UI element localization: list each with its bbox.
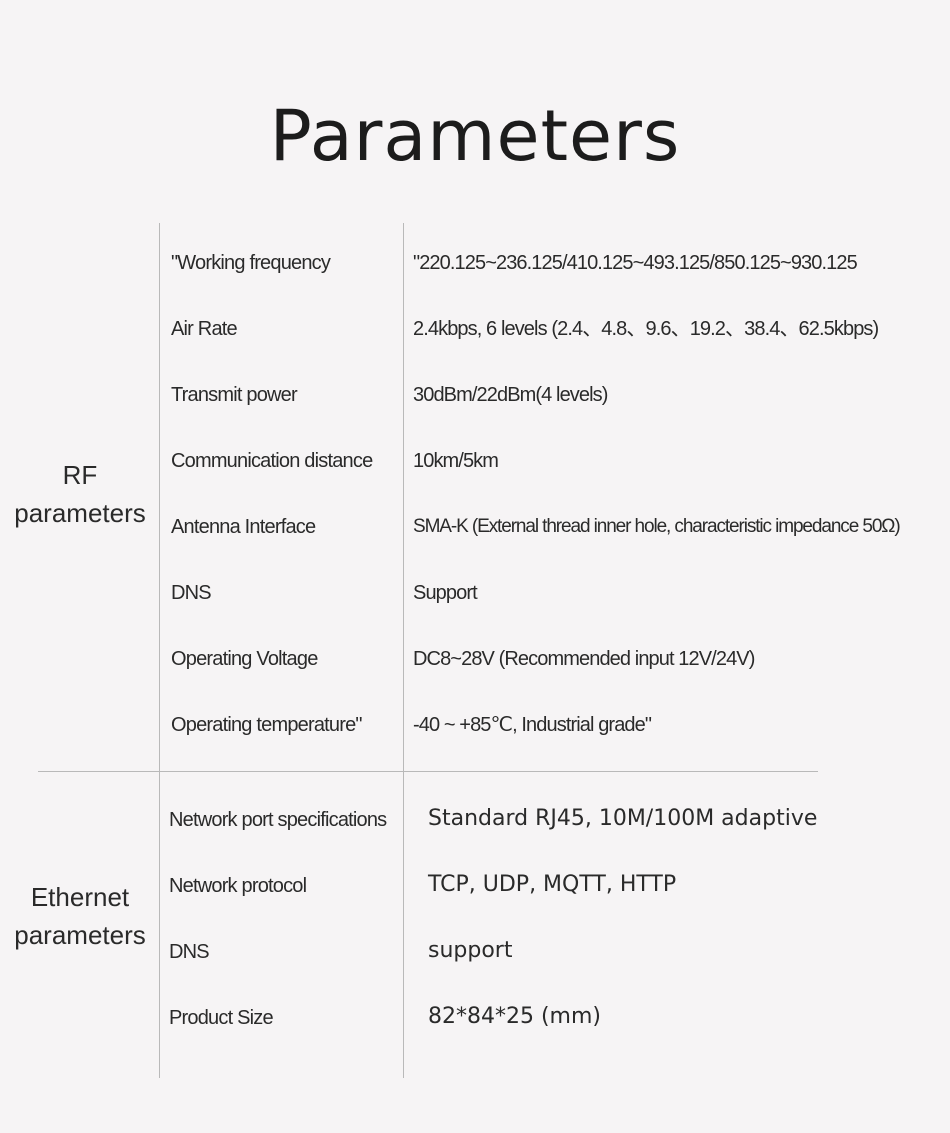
rf-row-name: DNS [171,582,212,604]
rf-row-value: "220.125~236.125/410.125~493.125/850.125… [413,252,858,274]
ethernet-row-value: 82*84*25 (mm) [428,1004,602,1029]
rf-row-name: Operating Voltage [171,648,318,670]
rf-row-name: "Working frequency [171,252,331,274]
table-divider-middle [403,223,404,1078]
ethernet-label-line1: Ethernet [30,882,130,912]
rf-row-value: -40 ~ +85℃, Industrial grade" [413,714,652,736]
rf-row-value: DC8~28V (Recommended input 12V/24V) [413,648,755,670]
section-divider [38,771,818,772]
rf-row-value: 30dBm/22dBm(4 levels) [413,384,608,406]
rf-row-name: Antenna Interface [171,516,316,538]
rf-row-value: 10km/5km [413,450,499,472]
rf-label-line2: parameters [14,498,146,528]
rf-row-name: Communication distance [171,450,373,472]
rf-row-name: Operating temperature" [171,714,363,736]
rf-row-value: SMA-K (External thread inner hole, chara… [413,516,901,537]
ethernet-row-name: Network port specifications [169,809,387,831]
ethernet-section-label: Ethernet parameters [0,878,160,954]
ethernet-row-name: Product Size [169,1007,274,1029]
ethernet-row-value: support [428,938,513,963]
page-title: Parameters [269,95,681,177]
ethernet-row-value: TCP, UDP, MQTT, HTTP [428,872,677,897]
rf-row-value: Support [413,582,478,604]
ethernet-row-name: Network protocol [169,875,307,897]
rf-label-line1: RF [62,460,98,490]
ethernet-label-line2: parameters [14,920,146,950]
rf-section-label: RF parameters [0,456,160,532]
rf-row-name: Transmit power [171,384,298,406]
ethernet-row-name: DNS [169,941,210,963]
table-divider-left [159,223,160,1078]
rf-row-name: Air Rate [171,318,238,340]
rf-row-value: 2.4kbps, 6 levels (2.4、4.8、9.6、19.2、38.4… [413,318,879,340]
ethernet-row-value: Standard RJ45, 10M/100M adaptive [428,806,818,831]
